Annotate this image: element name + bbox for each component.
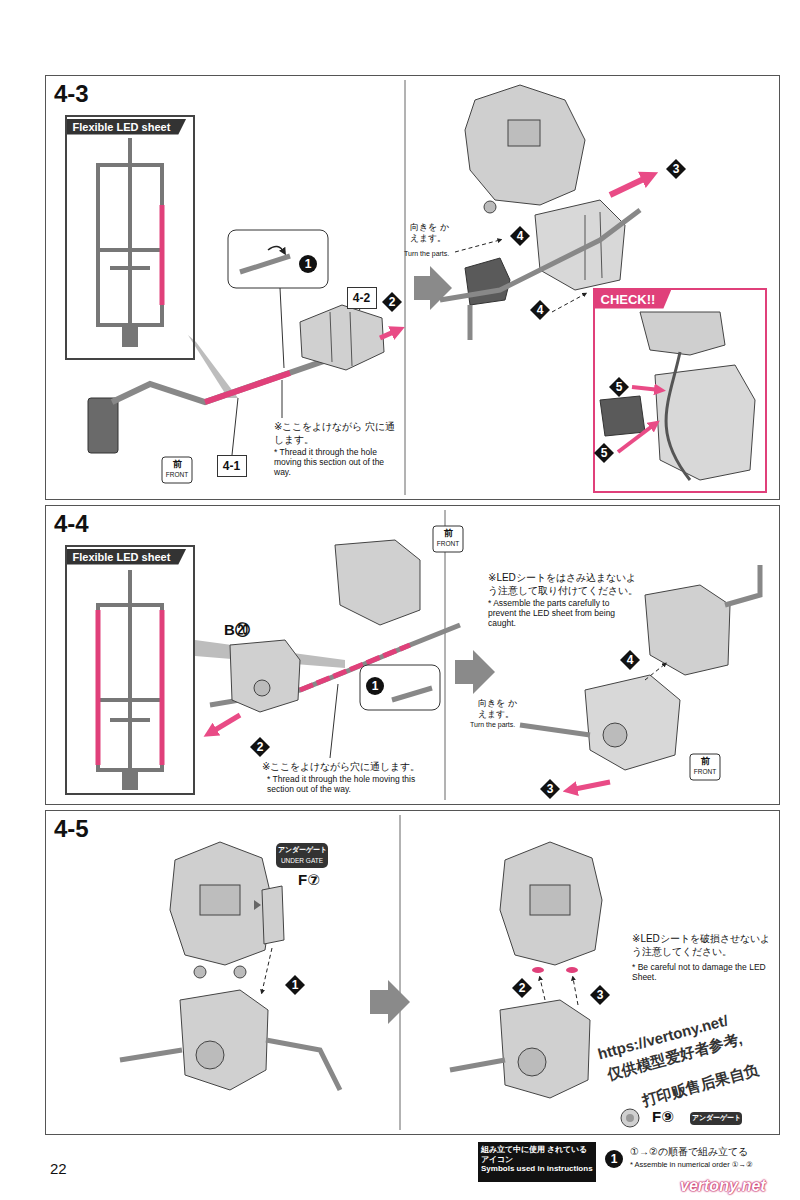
part-tag: 4-2 <box>347 287 377 309</box>
check-heading: CHECK!! <box>595 290 672 309</box>
step-number: 4-4 <box>46 506 97 542</box>
part-name: F⑦ <box>298 871 320 889</box>
legend-note: ①→②の順番で組み立てる <box>630 1146 748 1158</box>
front-mark: FRONT <box>433 540 463 548</box>
turn-note: 向きを かえます。 <box>478 698 524 721</box>
legend-note: * Assemble in numerical order ①→② <box>630 1160 795 1169</box>
turn-note: 向きを かえます。 <box>410 222 456 245</box>
part-name: F⑨ <box>652 1108 674 1126</box>
note: ※ここをよけながら穴に通します。 <box>262 760 447 773</box>
part-number: 4-1 <box>221 457 242 476</box>
note: * Thread it through the hole moving this… <box>267 774 417 794</box>
callout-number: 3 <box>540 779 560 799</box>
parts-inset: Flexible LED sheet <box>65 115 195 360</box>
callout-number: 5 <box>594 443 614 463</box>
part-number: 4-2 <box>351 289 372 308</box>
gate-badge: アンダーゲート <box>690 1114 742 1122</box>
inset-heading: Flexible LED sheet <box>67 549 187 565</box>
callout-number: 2 <box>512 978 532 998</box>
step-panel: 4-4Flexible LED sheet <box>45 505 780 805</box>
front-mark: FRONT <box>690 768 720 776</box>
callout-number: 4 <box>510 226 530 246</box>
part-name: B⑳ <box>224 621 250 639</box>
note: * Thread it through the hole moving this… <box>274 447 399 478</box>
callout-number: 1 <box>605 1150 623 1168</box>
step-panel: 4-3Flexible LED sheet 4-2 4-1 CHECK!! <box>45 75 780 500</box>
part-tag: 4-1 <box>217 455 247 477</box>
note: ※LEDシートをはさみ込まないよう注意して取り付けてください。 <box>488 571 638 597</box>
step-number: 4-3 <box>46 76 97 112</box>
gate-badge: UNDER GATE <box>276 857 328 865</box>
note: * Assemble the parts carefully to preven… <box>488 598 638 629</box>
turn-note: Turn the parts. <box>470 721 530 729</box>
callout-number: 1 <box>366 677 384 695</box>
callout-number: 2 <box>382 292 402 312</box>
callout-number: 4 <box>620 650 640 670</box>
note: ※ここをよけながら 穴に通します。 <box>274 420 399 446</box>
callout-number: 1 <box>285 975 305 995</box>
callout-number: 3 <box>666 159 686 179</box>
note: ※LEDシートを破損させないよう注意してください。 <box>632 932 772 958</box>
inset-heading: Flexible LED sheet <box>67 119 187 135</box>
front-mark: 前 <box>690 756 720 767</box>
turn-note: Turn the parts. <box>404 250 464 258</box>
legend-text: Symbols used in instructions <box>481 1164 593 1174</box>
callout-number: 2 <box>250 737 270 757</box>
front-mark: 前 <box>162 459 192 470</box>
callout-number: 1 <box>299 255 317 273</box>
parts-inset: Flexible LED sheet <box>65 545 195 795</box>
watermark: vertony.net <box>680 1176 766 1195</box>
front-mark: 前 <box>433 528 463 539</box>
page-number: 22 <box>50 1160 67 1178</box>
legend-text: 組み立て中に使用 されているアイコン <box>481 1145 593 1164</box>
gate-badge: アンダーゲート <box>276 846 328 854</box>
icon-legend-box: 組み立て中に使用 されているアイコンSymbols used in instru… <box>478 1142 596 1182</box>
step-number: 4-5 <box>46 811 97 847</box>
callout-number: 3 <box>590 985 610 1005</box>
note: * Be careful not to damage the LED Sheet… <box>632 962 772 982</box>
callout-number: 4 <box>530 300 550 320</box>
front-mark: FRONT <box>162 471 192 479</box>
callout-number: 5 <box>609 377 629 397</box>
